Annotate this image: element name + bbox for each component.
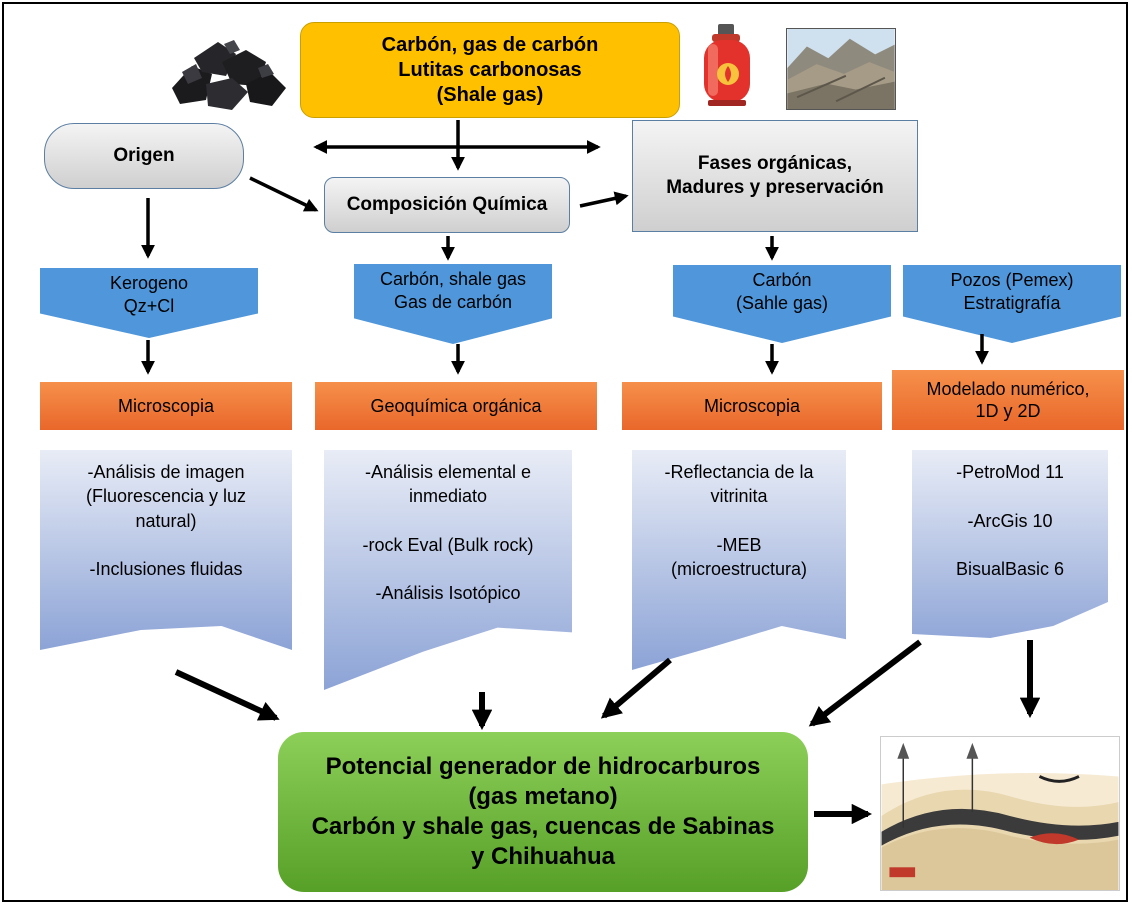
fases-box: Fases orgánicas, Madures y preservación [632,120,918,232]
microscopia-2-label: Microscopia [703,395,801,416]
result-box: Potencial generador de hidrocarburos (ga… [278,732,808,892]
petromod-text: -PetroMod 11 -ArcGis 10 BisualBasic 6 [955,462,1065,580]
analisis-imagen-text: -Análisis de imagen (Fluorescencia y luz… [85,462,247,580]
rock-outcrop-image [786,28,896,110]
arrow-doc4-result [808,639,922,727]
geoquimica-box: Geoquímica orgánica [315,382,597,430]
carbon-shale-label: Carbón, shale gas Gas de carbón [379,269,527,312]
analisis-elemental-text: -Análisis elemental e inmediato -rock Ev… [362,462,534,604]
gas-tank-icon [704,24,750,106]
origen-box: Origen [44,123,244,189]
microscopia-1-label: Microscopia [117,395,215,416]
petromod-doc: -PetroMod 11 -ArcGis 10 BisualBasic 6 [912,450,1108,638]
arrow-composicion-fases [579,191,629,208]
geoquimica-label: Geoquímica orgánica [370,395,542,416]
result-label: Potencial generador de hidrocarburos (ga… [311,753,775,870]
arrow-origen-composicion [249,176,319,212]
fases-label: Fases orgánicas, Madures y preservación [666,153,884,198]
composicion-label: Composición Química [346,194,548,216]
microscopia-1-box: Microscopia [40,382,292,430]
origen-label: Origen [113,145,175,167]
arrow-doc3-result [600,657,672,719]
analisis-imagen-doc: -Análisis de imagen (Fluorescencia y luz… [40,450,292,650]
carbon-sahle-label: Carbón (Sahle gas) [735,270,829,313]
kerogeno-label: Kerogeno Qz+Cl [109,273,189,316]
arrow-doc1-result [174,669,280,721]
source-label: Carbón, gas de carbón Lutitas carbonosas… [381,33,599,106]
modelado-box: Modelado numérico, 1D y 2D [892,370,1124,430]
reflectancia-text: -Reflectancia de la vitrinita -MEB (micr… [664,462,814,580]
pozos-label: Pozos (Pemex) Estratigrafía [950,270,1074,313]
modelado-label: Modelado numérico, 1D y 2D [926,378,1090,422]
geologic-section-image [880,736,1120,891]
source-box: Carbón, gas de carbón Lutitas carbonosas… [300,22,680,118]
composicion-box: Composición Química [324,177,570,233]
coal-image [172,40,286,110]
microscopia-2-box: Microscopia [622,382,882,430]
